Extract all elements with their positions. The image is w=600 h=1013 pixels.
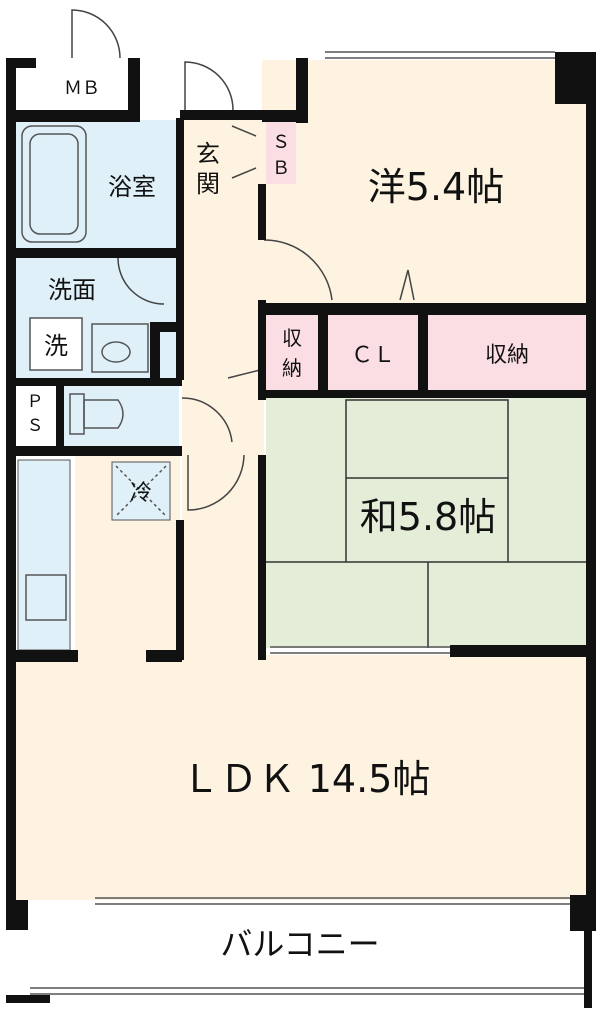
entrance-label: 玄関 <box>196 140 220 198</box>
storage-small-label: 収納 <box>282 326 302 380</box>
sb-floor <box>266 122 296 184</box>
western-room-label: 洋5.4帖 <box>368 165 504 209</box>
closet-label: ＣＬ <box>351 343 395 368</box>
labels: ＭＢ 浴室 洗面 洗 冷 バルコニー ＣＬ 収納 洋5.4帖 和5.8帖 ＬＤＫ… <box>27 78 530 963</box>
storage-floor <box>428 315 586 391</box>
ps-floor <box>14 384 58 446</box>
balcony-floor <box>28 908 584 998</box>
ldk-floor <box>14 655 588 900</box>
mb-floor <box>34 66 130 110</box>
fridge-label: 冷 <box>130 481 152 506</box>
windows <box>30 51 588 995</box>
tatami-lines <box>266 399 586 648</box>
kitchen-counter <box>17 459 71 651</box>
ldk-label: ＬＤＫ 14.5帖 <box>182 757 431 801</box>
bathtub <box>21 125 87 243</box>
fixtures <box>21 125 167 621</box>
washroom-label: 洗面 <box>48 276 96 304</box>
washer-pan <box>29 317 83 371</box>
kitchen-sink <box>25 574 67 621</box>
bath-label: 浴室 <box>108 173 156 201</box>
storage-small-floor <box>266 315 318 391</box>
ps-label: ＰＳ <box>27 392 44 436</box>
japanese-room-floor <box>266 398 586 648</box>
walls <box>6 52 596 1008</box>
balcony-label: バルコニー <box>220 925 379 963</box>
storage-label: 収納 <box>485 343 529 368</box>
washer-label: 洗 <box>44 332 68 360</box>
japanese-room-label: 和5.8帖 <box>360 495 496 539</box>
corridor-floor <box>182 120 264 660</box>
closet-floor <box>328 315 418 391</box>
sb-label: ＳＢ <box>272 132 290 179</box>
mb-label: ＭＢ <box>64 78 100 99</box>
wash-basin <box>91 323 149 373</box>
doors <box>71 9 415 511</box>
